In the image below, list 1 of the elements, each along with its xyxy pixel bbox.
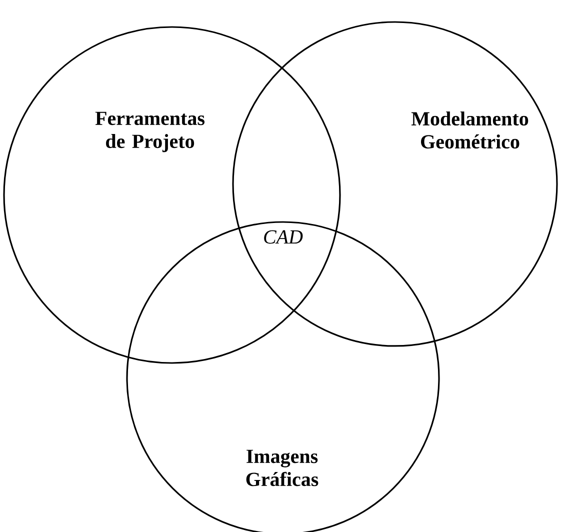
intersection-label: CAD: [264, 230, 303, 244]
